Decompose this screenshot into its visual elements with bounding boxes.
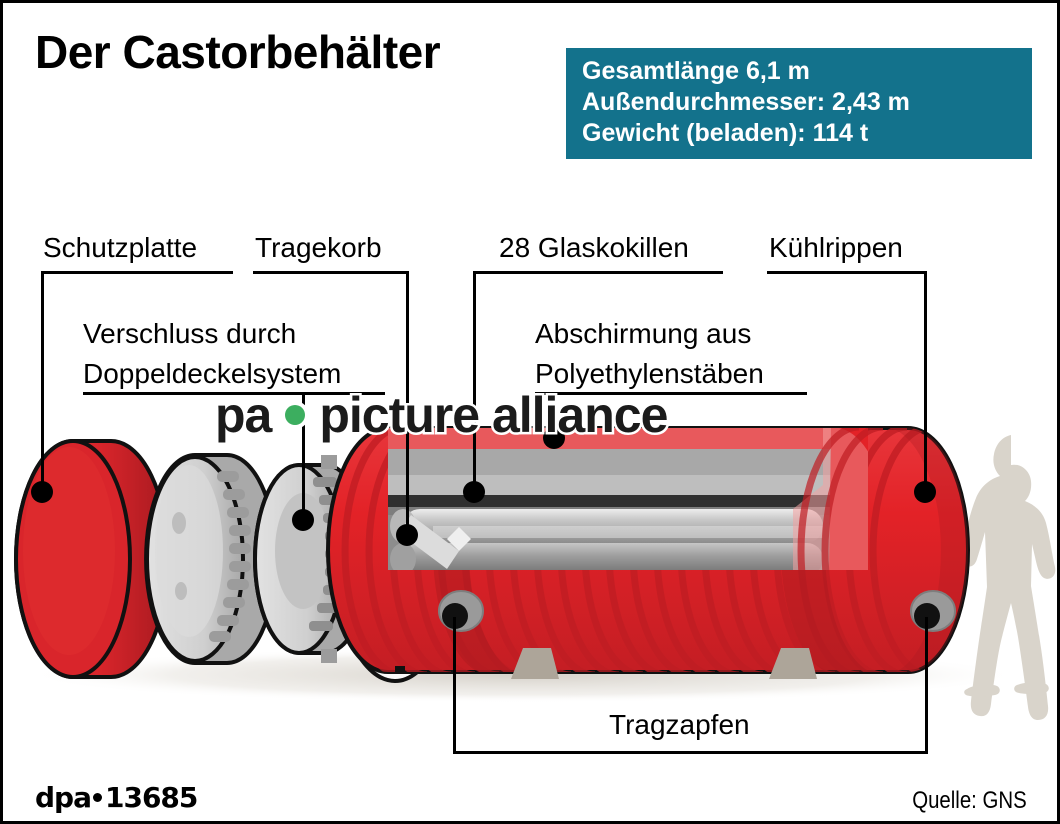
label-schutzplatte: Schutzplatte [43, 232, 198, 263]
part-schutzplatte [14, 439, 170, 679]
watermark-pa: pa [212, 385, 274, 446]
label-verschluss-line1: Verschluss durch [83, 318, 297, 349]
label-abschirmung-line2: Polyethylenstäben [535, 358, 764, 389]
leader-tragekorb [406, 271, 409, 529]
agency-dot-icon [92, 793, 102, 802]
spec-outer-diameter: Außendurchmesser: 2,43 m [582, 88, 910, 116]
page-title: Der Castorbehälter [35, 26, 441, 78]
label-abschirmung-line1: Abschirmung aus [535, 318, 752, 349]
leader-tragzapfen-left [453, 617, 456, 754]
leader-kuehlrippen [924, 271, 927, 486]
rule-glaskokillen [473, 271, 723, 274]
label-verschluss-line2: Doppeldeckelsystem [83, 358, 342, 389]
trunnion-front-left [438, 590, 484, 632]
leader-glaskokillen [473, 271, 476, 486]
specs-infobox: Gesamtlänge 6,1 m Außendurchmesser: 2,43… [566, 48, 1032, 159]
agency-credit: dpa 13685 [35, 781, 198, 814]
cask-body [326, 426, 970, 679]
watermark-name: picture alliance [317, 385, 671, 446]
spec-total-length: Gesamtlänge 6,1 m [582, 57, 810, 85]
cask-cutaway [388, 428, 868, 570]
rule-kuehlrippen [767, 271, 927, 274]
rule-abschirmung [535, 392, 807, 395]
spec-weight-loaded: Gewicht (beladen): 114 t [582, 119, 869, 147]
part-verschluss-deckel [144, 453, 278, 665]
label-abschirmung: Abschirmung aus Polyethylenstäben [535, 314, 764, 394]
graphic-id: 13685 [104, 781, 198, 814]
part-flansch-face [333, 427, 457, 683]
label-glaskokillen: 28 Glaskokillen [499, 232, 689, 263]
dot-schutzplatte [31, 481, 53, 503]
rule-verschluss [83, 392, 385, 395]
leader-abschirmung [553, 392, 556, 434]
dot-glaskokillen [463, 481, 485, 503]
dot-kuehlrippen [914, 481, 936, 503]
agency-name: dpa [35, 781, 92, 814]
watermark-dot-icon [285, 405, 306, 425]
dot-tragekorb [396, 524, 418, 546]
human-scale-silhouette [961, 435, 1056, 720]
dot-abschirmung [543, 427, 565, 449]
support-block-right [769, 648, 817, 679]
trunnion-front-right [910, 590, 956, 632]
watermark-picture-alliance: pa picture alliance [212, 385, 671, 446]
rule-schutzplatte [41, 271, 233, 274]
label-tragzapfen: Tragzapfen [609, 709, 750, 740]
source-credit: Quelle: GNS [912, 787, 1027, 814]
leader-verschluss [302, 392, 305, 515]
label-verschluss: Verschluss durch Doppeldeckelsystem [83, 314, 341, 394]
leader-tragzapfen-right [925, 617, 928, 754]
rule-tragekorb [253, 271, 409, 274]
label-kuehlrippen: Kühlrippen [769, 232, 903, 263]
support-block-left [511, 648, 559, 679]
bracket-tragzapfen [453, 751, 928, 754]
dot-verschluss [292, 509, 314, 531]
leader-schutzplatte [41, 271, 44, 486]
part-tragekorb-flansch [253, 455, 371, 663]
label-tragekorb: Tragekorb [255, 232, 382, 263]
